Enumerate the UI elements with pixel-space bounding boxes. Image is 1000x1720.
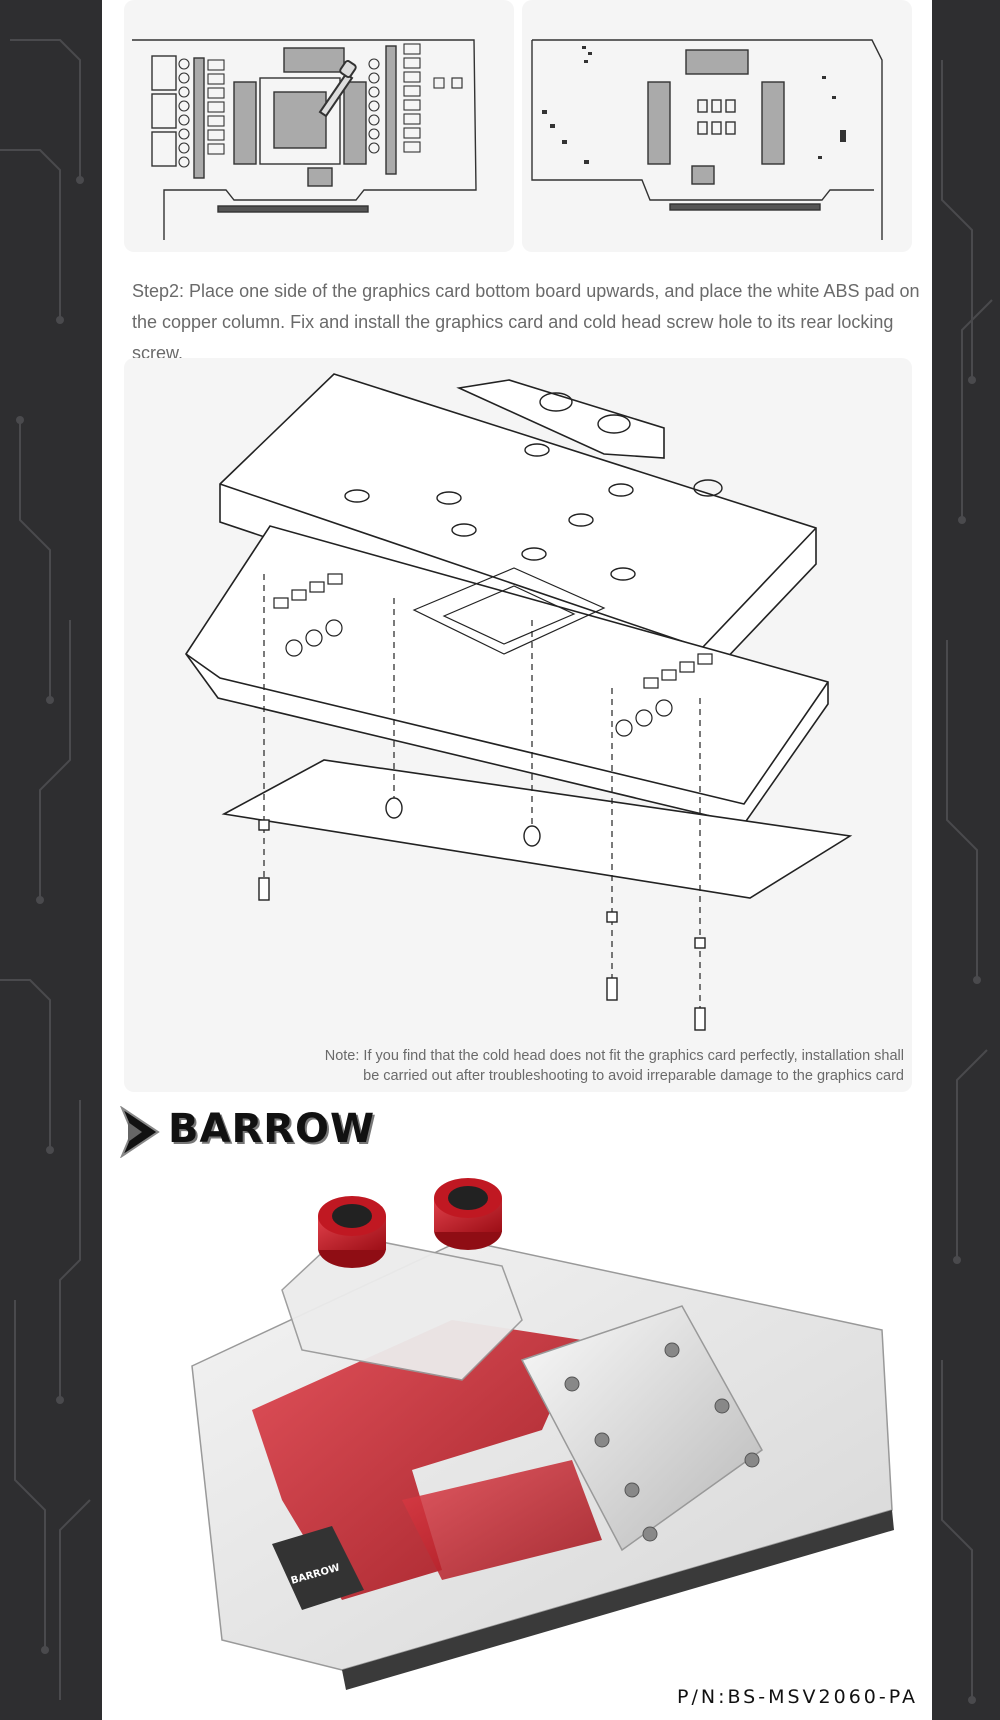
left-circuit-border (0, 0, 102, 1720)
product-page: Step2: Place one side of the graphics ca… (102, 0, 932, 1720)
circuit-pattern (941, 60, 993, 1704)
installation-note: Note: If you find that the cold head doe… (284, 1046, 904, 1086)
pcb-back-illustration (531, 39, 883, 240)
right-circuit-border (932, 0, 1000, 1720)
part-number: P/N:BS-MSV2060-PA (677, 1686, 918, 1708)
pcb-front-illustration (132, 39, 477, 240)
note-line-2: be carried out after troubleshooting to … (363, 1068, 904, 1084)
exploded-assembly-illustration (185, 373, 853, 1031)
pcb-back-panel (522, 0, 912, 252)
assembly-panel (124, 358, 912, 1092)
barrow-brand-logo: BARROW (118, 1104, 418, 1160)
note-line-1: Note: If you find that the cold head doe… (324, 1048, 904, 1064)
step2-instruction: Step2: Place one side of the graphics ca… (132, 281, 920, 363)
water-block-product-render: BARROW (191, 1178, 894, 1690)
brand-name: BARROW (168, 1106, 376, 1152)
circuit-pattern (0, 39, 91, 1700)
pcb-front-panel (124, 0, 514, 252)
barrow-chevron-logo-icon (120, 1106, 160, 1158)
